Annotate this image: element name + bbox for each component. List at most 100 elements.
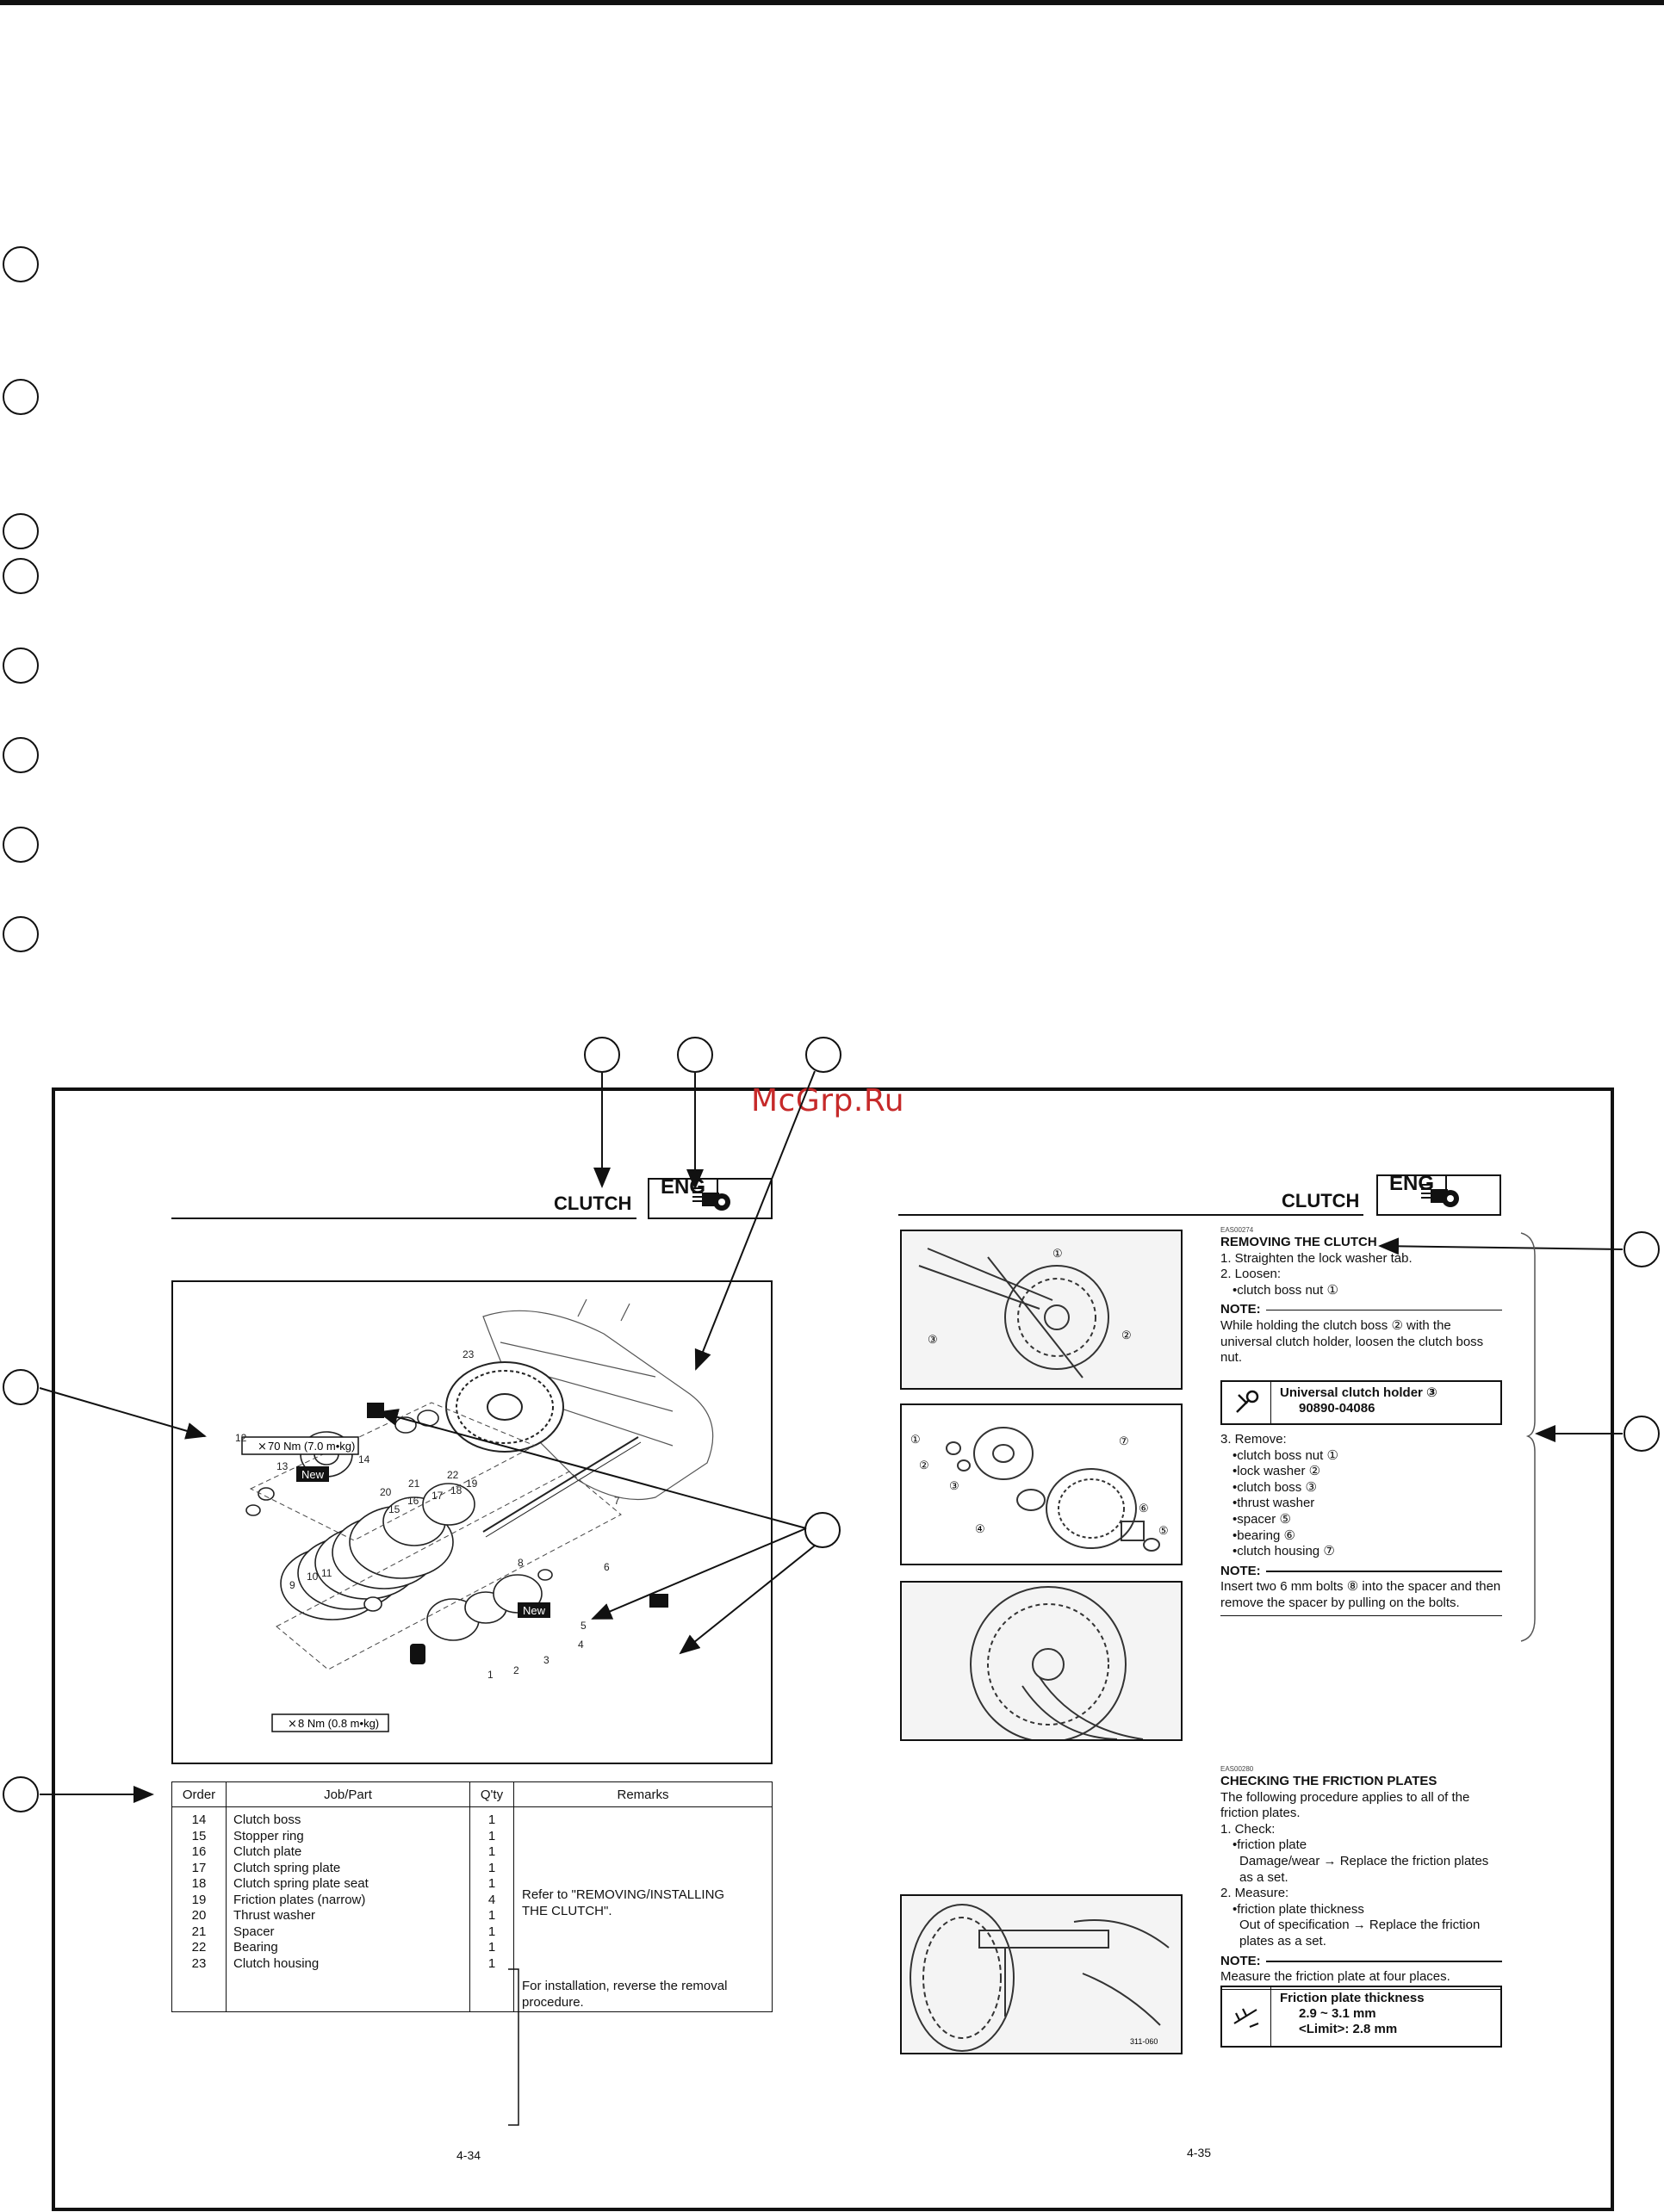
- eng-label: ENG: [1378, 1174, 1447, 1193]
- right-eng-badge: ENG: [1376, 1174, 1501, 1216]
- engine-icon: [649, 1180, 771, 1218]
- tool-name: Universal clutch holder ③: [1280, 1385, 1437, 1400]
- part-number-label: 17: [432, 1490, 444, 1502]
- part-number-label: 11: [321, 1567, 332, 1579]
- list-item: •spacer ⑤: [1232, 1511, 1291, 1527]
- caliper-icon: [1222, 1987, 1271, 2046]
- part-number-label: 10: [307, 1571, 319, 1583]
- table-row-part: Clutch spring plate: [233, 1860, 341, 1875]
- callout-circle-text-block: [1624, 1416, 1660, 1452]
- table-row-part: Spacer: [233, 1924, 275, 1939]
- checking-title: CHECKING THE FRICTION PLATES: [1220, 1774, 1437, 1788]
- part-number-label: 5: [581, 1620, 587, 1632]
- step-2: 2. Loosen:: [1220, 1267, 1282, 1282]
- col-header-part: Job/Part: [226, 1781, 470, 1807]
- table-row-qty: 1: [487, 1908, 496, 1923]
- top-border-line: [0, 0, 1664, 5]
- part-number-label: 2: [513, 1664, 519, 1676]
- table-row-order: 17: [191, 1860, 207, 1875]
- part-number-label: 4: [578, 1639, 584, 1651]
- table-row-qty: 4: [487, 1892, 496, 1907]
- right-page-number: 4-35: [1187, 2146, 1212, 2159]
- check-item-2-detail: Out of specification → Replace the frict…: [1239, 1918, 1481, 1949]
- photo-remove-spacer: [900, 1581, 1183, 1741]
- checking-intro: The following procedure applies to all o…: [1220, 1789, 1470, 1821]
- check-item-1: •friction plate: [1232, 1837, 1307, 1853]
- left-header-rule: [171, 1218, 636, 1219]
- annotation-circle: [3, 379, 39, 415]
- callout-circle-badge: [677, 1037, 713, 1073]
- tool-number: 90890-04086: [1299, 1401, 1375, 1416]
- section-code: EAS00280: [1220, 1765, 1254, 1773]
- callout-circle-section-title: [1624, 1231, 1660, 1267]
- table-row-qty: 1: [487, 1876, 496, 1891]
- svg-text:②: ②: [1121, 1329, 1132, 1341]
- photo-measure-friction-plate: 311-060: [900, 1894, 1183, 2054]
- part-number-label: 15: [388, 1503, 400, 1515]
- list-item: •lock washer ②: [1232, 1464, 1321, 1479]
- svg-text:④: ④: [975, 1522, 985, 1535]
- table-row-part: Clutch spring plate seat: [233, 1876, 369, 1891]
- order-column: 14 15 16 17 18 19 20 21 22 23: [171, 1806, 227, 2012]
- remarks-column: [513, 1806, 773, 2012]
- note-1: While holding the clutch boss ② with the…: [1220, 1317, 1484, 1366]
- part-number-label: 23: [463, 1348, 475, 1360]
- callout-circle-table: [3, 1776, 39, 1812]
- table-row-qty: 1: [487, 1955, 496, 1971]
- col-header-order: Order: [171, 1781, 227, 1807]
- table-row-qty: 1: [487, 1828, 496, 1843]
- step-3: 3. Remove:: [1220, 1432, 1287, 1447]
- step-1: 1. Straighten the lock washer tab.: [1220, 1250, 1413, 1266]
- left-page-number: 4-34: [456, 2148, 481, 2162]
- job-table: Order Job/Part Q'ty Remarks 14 15 16 17 …: [171, 1781, 773, 2012]
- table-row-part: Clutch boss: [233, 1812, 301, 1827]
- table-row-part: Bearing: [233, 1940, 278, 1955]
- part-number-label: 12: [235, 1432, 247, 1444]
- col-header-remarks: Remarks: [513, 1781, 773, 1807]
- table-row-part: Clutch housing: [233, 1955, 320, 1971]
- callout-circle-symbols: [804, 1512, 841, 1548]
- annotation-circle: [3, 827, 39, 863]
- part-number-label: 9: [289, 1579, 295, 1591]
- remark-reference: Refer to "REMOVING/INSTALLING THE CLUTCH…: [522, 1887, 725, 1918]
- table-row-order: 23: [191, 1955, 207, 1971]
- svg-text:③: ③: [949, 1479, 959, 1492]
- torque-bottom-label: 8 Nm (0.8 m•kg): [298, 1717, 379, 1730]
- note-heading: NOTE:: [1220, 1564, 1502, 1580]
- right-header-rule: [898, 1214, 1363, 1216]
- callout-circle-icon: [805, 1037, 841, 1073]
- annotation-circle: [3, 246, 39, 282]
- table-row-qty: 1: [487, 1860, 496, 1875]
- spec-limit: <Limit>: 2.8 mm: [1299, 2022, 1398, 2036]
- section-code: EAS00274: [1220, 1226, 1254, 1234]
- svg-text:⨯: ⨯: [258, 1440, 267, 1453]
- part-number-label: 6: [604, 1561, 610, 1573]
- part-number-label: 19: [466, 1478, 478, 1490]
- note-3: Measure the friction plate at four place…: [1220, 1969, 1450, 1985]
- table-row-order: 21: [191, 1924, 207, 1939]
- svg-text:②: ②: [919, 1459, 929, 1472]
- part-number-label: 21: [408, 1478, 420, 1490]
- annotation-circle: [3, 513, 39, 549]
- check-item-2: •friction plate thickness: [1232, 1901, 1364, 1917]
- check-step-1: 1. Check:: [1220, 1821, 1276, 1837]
- part-number-label: 7: [614, 1495, 620, 1507]
- spec-title: Friction plate thickness: [1280, 1991, 1425, 2005]
- table-row-qty: 1: [487, 1940, 496, 1955]
- table-row-order: 19: [191, 1892, 207, 1907]
- table-row-order: 16: [191, 1844, 207, 1859]
- wrench-icon: [1222, 1382, 1271, 1423]
- new-tag-1: New: [301, 1468, 325, 1481]
- table-row-qty: 1: [487, 1812, 496, 1827]
- part-number-label: 22: [447, 1469, 459, 1481]
- table-row-part: Friction plates (narrow): [233, 1892, 366, 1907]
- qty-column: 1 1 1 1 1 4 1 1 1 1: [469, 1806, 514, 2012]
- left-header-title: CLUTCH: [554, 1193, 632, 1214]
- watermark: McGrp.Ru: [751, 1083, 905, 1118]
- photo-code: 311-060: [1130, 2037, 1158, 2046]
- removing-section: EAS00274 REMOVING THE CLUTCH 1. Straight…: [1220, 1226, 1502, 1366]
- annotation-circle: [3, 916, 39, 952]
- svg-text:③: ③: [928, 1333, 938, 1346]
